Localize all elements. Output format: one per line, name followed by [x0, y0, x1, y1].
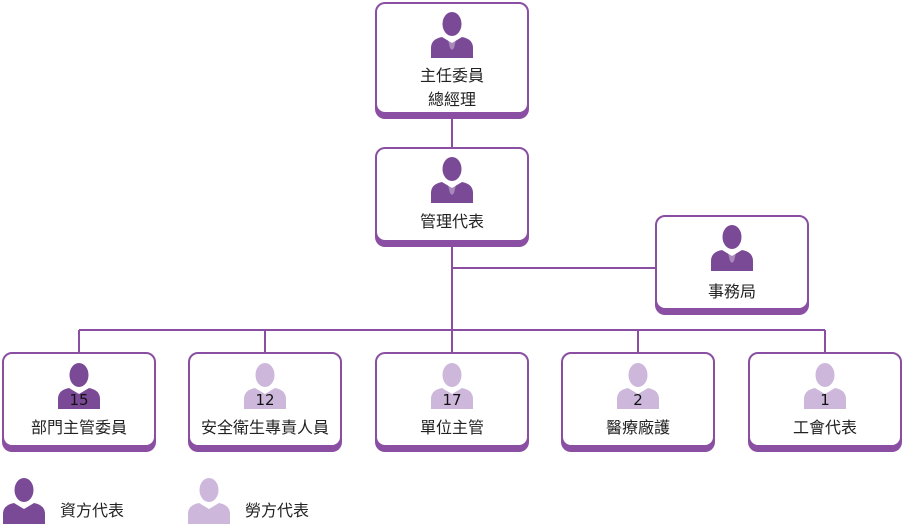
labor-person-icon — [804, 363, 846, 409]
capital-person-icon — [3, 478, 45, 524]
secretariat-label: 事務局 — [707, 282, 756, 301]
legend-capital: 資方代表 — [2, 477, 124, 525]
labor-person-icon — [617, 363, 659, 409]
legend-labor: 勞方代表 — [187, 477, 309, 525]
capital-person-icon — [58, 363, 100, 409]
member-count: 1 — [820, 391, 830, 409]
chairman-subtitle: 總經理 — [427, 90, 476, 109]
member-box-department-heads: 15 部門主管委員 — [2, 352, 156, 447]
legend-labor-label: 勞方代表 — [245, 501, 310, 520]
labor-person-icon — [188, 478, 230, 524]
member-label: 安全衛生專責人員 — [200, 418, 329, 437]
chairman-title: 主任委員 — [419, 66, 484, 85]
legend-capital-label: 資方代表 — [60, 501, 125, 520]
secretariat-box: 事務局 — [655, 215, 809, 310]
labor-person-icon — [244, 363, 286, 409]
capital-person-icon — [431, 157, 473, 203]
member-label: 單位主管 — [419, 418, 484, 437]
member-count: 2 — [633, 391, 643, 409]
member-label: 工會代表 — [792, 418, 857, 437]
member-count: 15 — [69, 391, 89, 409]
management-rep-label: 管理代表 — [419, 212, 484, 231]
capital-person-icon — [711, 225, 753, 271]
member-box-medical-nurses: 2 醫療廠護 — [561, 352, 715, 447]
labor-person-icon — [431, 363, 473, 409]
member-count: 17 — [442, 391, 462, 409]
member-box-safety-staff: 12 安全衛生專責人員 — [188, 352, 342, 447]
member-box-union-rep: 1 工會代表 — [748, 352, 902, 447]
member-label: 醫療廠護 — [605, 418, 670, 437]
management-rep-box: 管理代表 — [375, 147, 529, 242]
capital-person-icon — [431, 12, 473, 58]
member-count: 12 — [255, 391, 275, 409]
member-box-unit-supervisors: 17 單位主管 — [375, 352, 529, 447]
member-label: 部門主管委員 — [30, 418, 127, 437]
chairman-box: 主任委員 總經理 — [375, 2, 529, 114]
